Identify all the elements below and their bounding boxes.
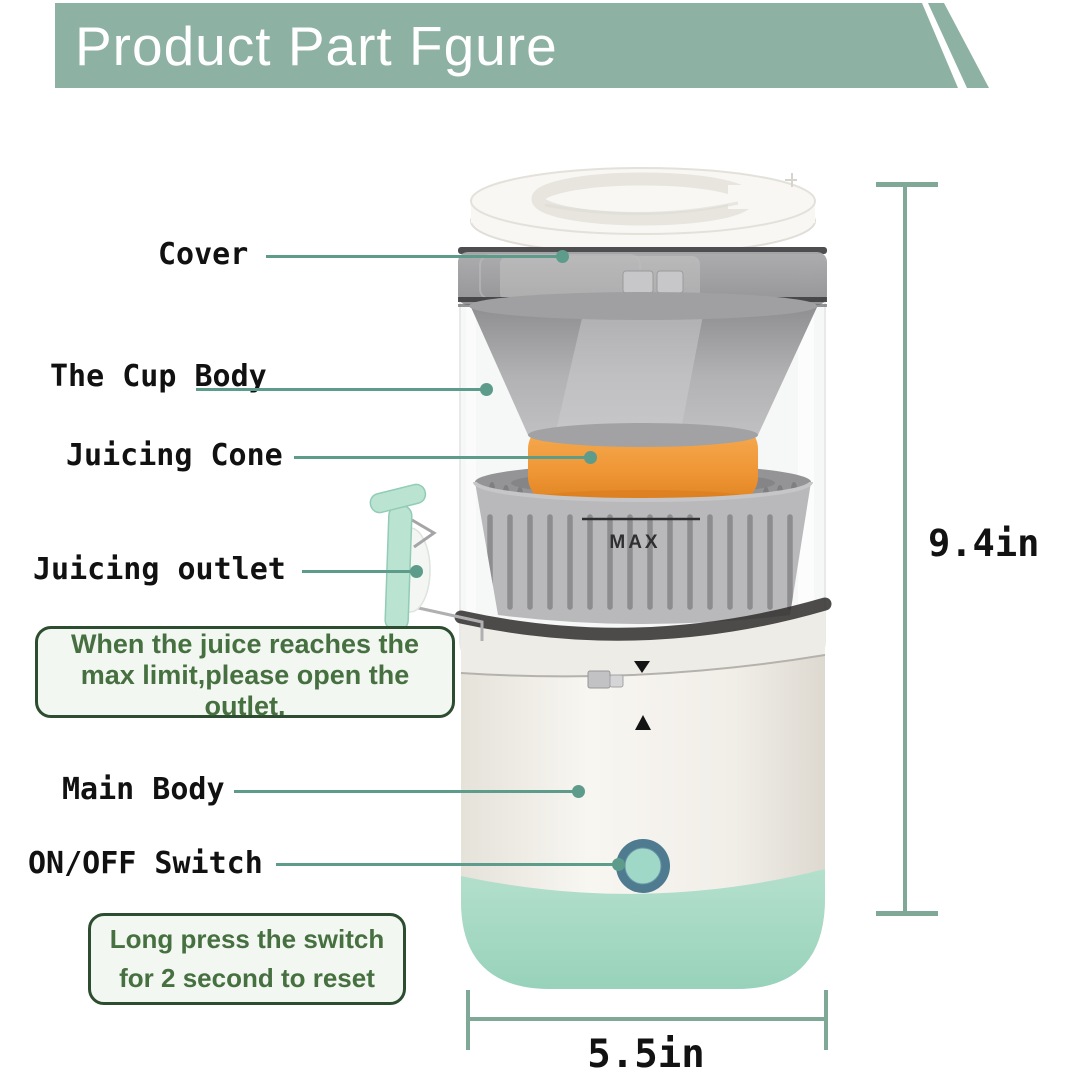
max-marking: MAX [582,517,700,553]
callout-dot-cover [556,250,569,263]
label-juicing-outlet: Juicing outlet [33,552,286,587]
note-switch: Long press the switch for 2 second to re… [88,913,406,1005]
cup-bottom-rim [454,597,832,680]
height-dimension-cap-top [876,182,938,187]
width-dimension-tick-right [824,990,828,1050]
juicing-cone-funnel [469,292,818,447]
note-outlet-line1: When the juice reaches the [70,629,420,659]
latch-detail [587,670,624,689]
height-dimension-line [903,184,907,914]
marker-triangle-up [635,715,651,730]
callout-line-on-off-switch [276,863,618,866]
label-main-body: Main Body [62,772,225,807]
note-switch-line1: Long press the switch [109,924,385,954]
callout-line-cup-body [196,388,484,391]
callout-dot-cup-body [480,383,493,396]
callout-dot-main-body [572,785,585,798]
mint-base [461,869,825,989]
lid-cover [470,167,816,255]
marker-triangle-down [634,661,650,673]
callout-line-main-body [234,790,578,793]
callout-line-juicing-outlet [302,570,416,573]
width-dimension-label: 5.5in [587,1032,705,1077]
label-juicing-cone: Juicing Cone [66,438,283,473]
lid-handle-groove [531,172,797,226]
page-title: Product Part Fgure [75,15,558,77]
header-banner: Product Part Fgure [55,3,958,88]
callout-dot-juicing-cone [584,451,597,464]
note-outlet-line2: max limit,please open the outlet. [80,660,410,721]
strainer-basket: MAX [473,481,813,624]
width-dimension-tick-left [466,990,470,1050]
callout-dot-juicing-outlet [410,565,423,578]
juicer-illustration: MAX [369,167,832,989]
height-dimension-cap-bottom [876,911,938,916]
note-outlet: When the juice reaches the max limit,ple… [35,626,455,721]
label-cup-body: The Cup Body [50,359,267,394]
power-button [616,839,670,893]
callout-line-juicing-cone [294,456,590,459]
width-dimension-line [466,1017,828,1021]
max-marking-label: MAX [609,532,660,553]
height-dimension-label: 9.4in [928,522,1040,565]
callout-dot-on-off-switch [612,858,625,871]
label-cover: Cover [158,237,249,272]
label-on-off-switch: ON/OFF Switch [28,846,263,881]
note-switch-line2: for 2 second to reset [119,963,375,993]
outlet-wire [413,605,484,641]
callout-line-cover [266,255,562,258]
